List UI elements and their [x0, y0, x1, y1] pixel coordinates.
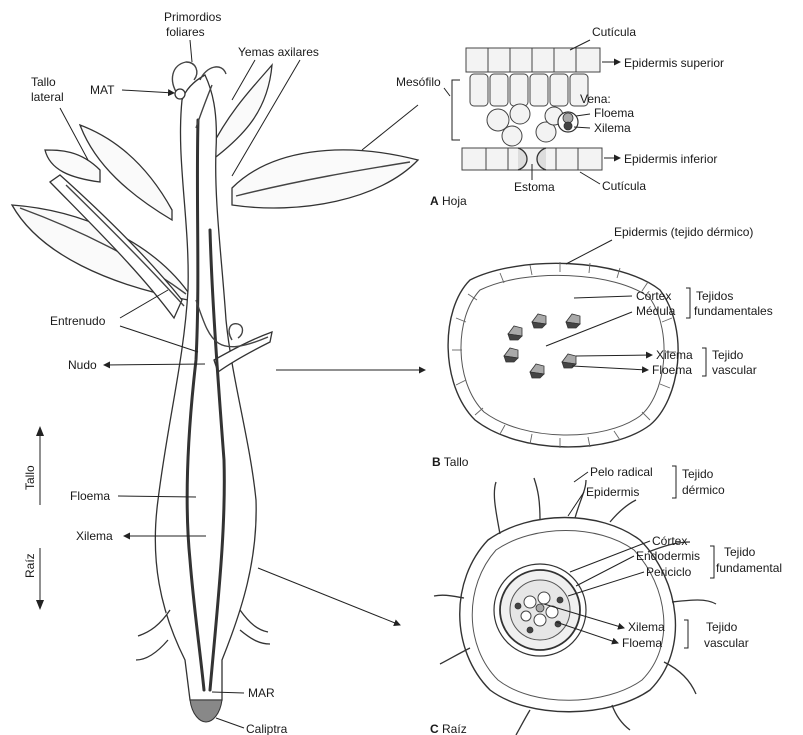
label-vena: Vena:	[580, 92, 611, 106]
arrow-to-root	[258, 568, 400, 625]
label-root-vascular: vascular	[704, 636, 749, 650]
label-mat: MAT	[90, 83, 115, 97]
label-stem-medula: Médula	[636, 304, 676, 318]
label-leaf-cuticula-top: Cutícula	[592, 25, 636, 39]
label-stem-cortex: Córtex	[636, 289, 671, 303]
spongy-cells	[487, 104, 563, 146]
label-stem-tejido: Tejido	[712, 348, 744, 362]
label-root-epidermis: Epidermis	[586, 485, 639, 499]
label-stem-epidermis: Epidermis (tejido dérmico)	[614, 225, 753, 239]
label-leaf-xilema: Xilema	[594, 121, 631, 135]
label-leaf-floema: Floema	[594, 106, 634, 120]
label-dermico: dérmico	[682, 483, 725, 497]
label-stem-floema: Floema	[652, 363, 692, 377]
label-caliptra: Caliptra	[246, 722, 288, 735]
label-stem-vascular: vascular	[712, 363, 757, 377]
label-fundamental: fundamental	[716, 561, 782, 575]
label-epidermis-inferior: Epidermis inferior	[624, 152, 717, 166]
main-stem	[155, 75, 256, 700]
label-tallo-lateral-2: lateral	[31, 90, 64, 104]
caption-leaf: A Hoja	[430, 194, 467, 208]
label-nudo: Nudo	[68, 358, 97, 372]
label-leaf-cuticula-bottom: Cutícula	[602, 179, 646, 193]
label-floema: Floema	[70, 489, 110, 503]
leaf-upper-right	[232, 150, 418, 208]
label-root-floema: Floema	[622, 636, 662, 650]
label-primordios: Primordios	[164, 10, 221, 24]
label-root-tejido-d: Tejido	[682, 467, 714, 481]
label-pelo-radical: Pelo radical	[590, 465, 653, 479]
label-yemas-axilares: Yemas axilares	[238, 45, 319, 59]
root-lateral-left	[136, 610, 170, 660]
label-fundamentales: fundamentales	[694, 304, 773, 318]
label-root-cortex: Córtex	[652, 534, 687, 548]
label-root-tejido-v: Tejido	[706, 620, 738, 634]
caption-stem: B Tallo	[432, 455, 469, 469]
label-stem-xilema: Xilema	[656, 348, 693, 362]
label-estoma: Estoma	[514, 180, 555, 194]
root-lateral-right	[240, 610, 270, 644]
palisade-cells	[470, 74, 588, 106]
label-endodermis: Endodermis	[636, 549, 700, 563]
label-mar: MAR	[248, 686, 275, 700]
arrow-to-leaf	[362, 105, 418, 150]
label-foliares: foliares	[166, 25, 205, 39]
label-tallo-lateral-1: Tallo	[31, 75, 56, 89]
root-cross-section	[434, 478, 716, 735]
label-tejidos: Tejidos	[696, 289, 733, 303]
leaf-top-right	[210, 65, 272, 160]
label-root-tejido-f: Tejido	[724, 545, 756, 559]
plant-drawing	[12, 62, 418, 722]
label-root-xilema: Xilema	[628, 620, 665, 634]
leaf-cross-section	[452, 48, 602, 170]
leaf-left-branch	[45, 150, 100, 182]
label-xilema: Xilema	[76, 529, 113, 543]
label-periciclo: Periciclo	[646, 565, 692, 579]
label-entrenudo: Entrenudo	[50, 314, 106, 328]
label-axis-tallo: Tallo	[23, 465, 37, 490]
mat-apex	[175, 89, 185, 99]
label-mesofilo: Mesófilo	[396, 75, 441, 89]
label-axis-raiz: Raíz	[23, 553, 37, 578]
caption-root: C Raíz	[430, 722, 467, 735]
label-epidermis-superior: Epidermis superior	[624, 56, 724, 70]
